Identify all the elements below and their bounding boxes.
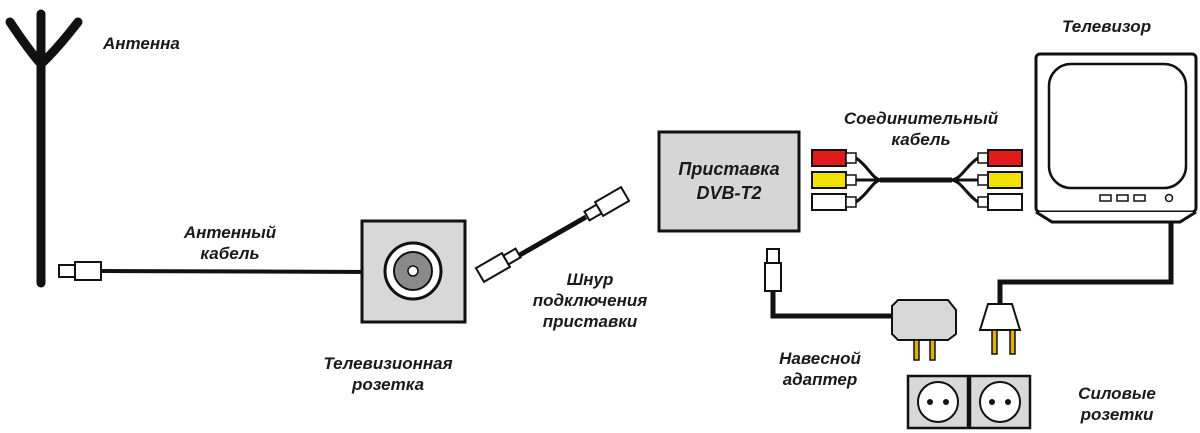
tv-wall-socket-icon — [360, 219, 467, 324]
tv-socket-label: Телевизионная розетка — [323, 354, 453, 394]
tv-power-cord — [978, 222, 1174, 355]
adapter-label: Навесной адаптер — [779, 349, 861, 389]
connecting-cable-label: Соединительный кабель — [843, 109, 999, 149]
power-sockets-icon — [906, 374, 1032, 430]
power-sockets-label: Силовые розетки — [1078, 384, 1156, 424]
tv-label: Телевизор — [1062, 17, 1152, 36]
set-top-cord-label: Шнур подключения приставки — [532, 270, 648, 331]
set-top-cord-icon — [474, 185, 631, 284]
antenna-label: Антенна — [103, 34, 180, 53]
rca-cable-icon — [811, 149, 1023, 211]
set-top-box — [657, 130, 801, 233]
wall-adapter-icon — [764, 248, 957, 361]
tv-icon — [1034, 52, 1198, 224]
antenna-icon — [5, 9, 83, 288]
antenna-cable — [58, 261, 379, 281]
set-top-box-label: Приставка DVB-T2 — [678, 159, 780, 203]
antenna-cable-label: Антенный кабель — [183, 223, 277, 263]
